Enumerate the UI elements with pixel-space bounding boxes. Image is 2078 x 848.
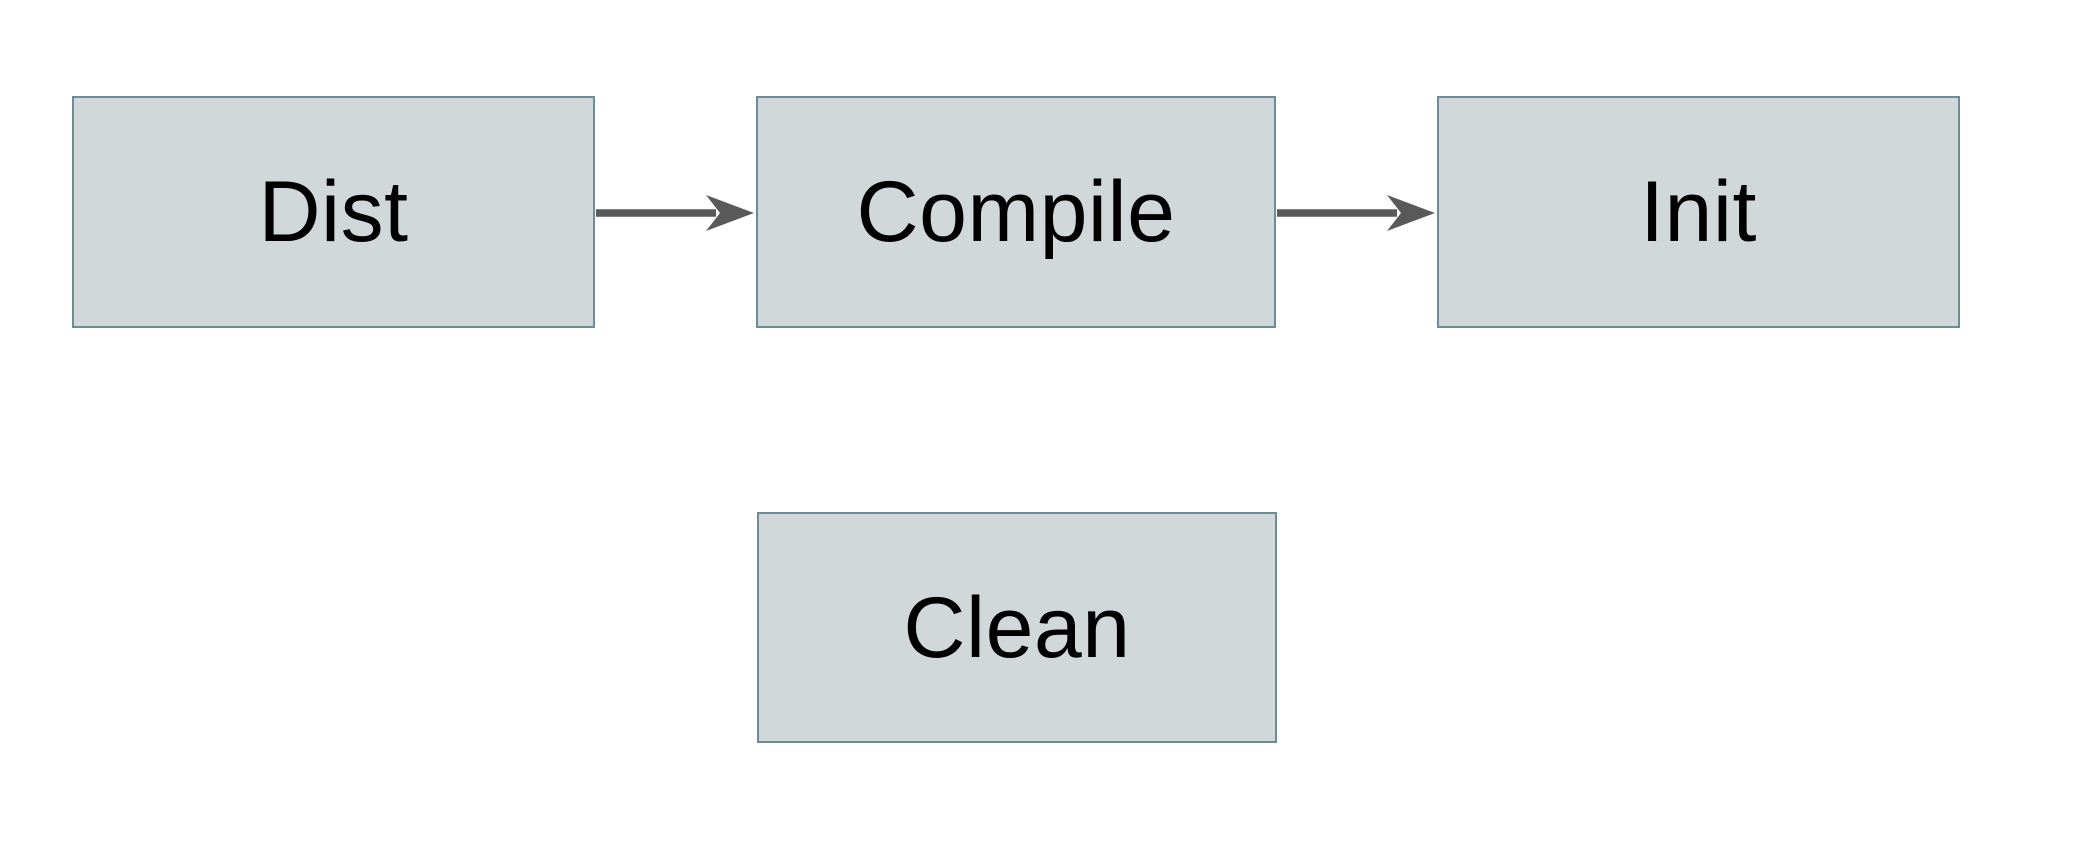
- node-init-label: Init: [1640, 164, 1757, 260]
- node-dist-label: Dist: [258, 164, 409, 260]
- arrow-compile-to-init-icon: [1277, 195, 1435, 231]
- node-compile: Compile: [756, 96, 1276, 328]
- node-compile-label: Compile: [856, 164, 1176, 260]
- node-dist: Dist: [72, 96, 595, 328]
- arrow-dist-to-compile-icon: [596, 195, 754, 231]
- node-clean: Clean: [757, 512, 1277, 743]
- node-clean-label: Clean: [903, 579, 1131, 676]
- node-init: Init: [1437, 96, 1960, 328]
